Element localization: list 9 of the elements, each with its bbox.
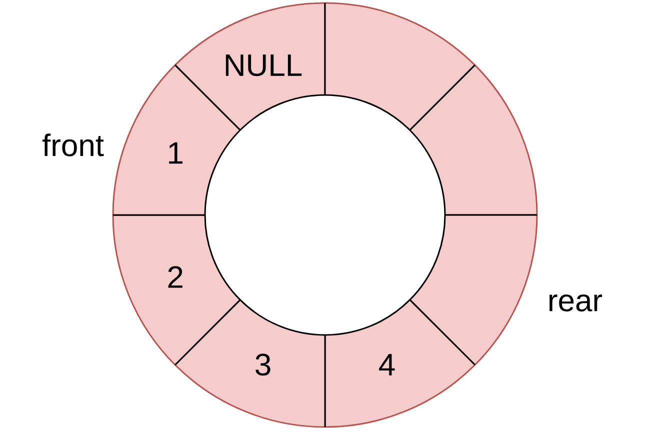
ring-segment: 2 <box>112 214 241 366</box>
ring-segment: 4 <box>324 299 476 428</box>
pointer-label: rear <box>550 294 602 312</box>
ring-segment: NULL <box>174 2 326 131</box>
pointer-label: front <box>42 134 104 156</box>
ring-segment <box>409 214 538 366</box>
ring-segment <box>409 64 538 216</box>
ring-segment: 3 <box>174 299 326 428</box>
ring-segment <box>324 2 476 131</box>
